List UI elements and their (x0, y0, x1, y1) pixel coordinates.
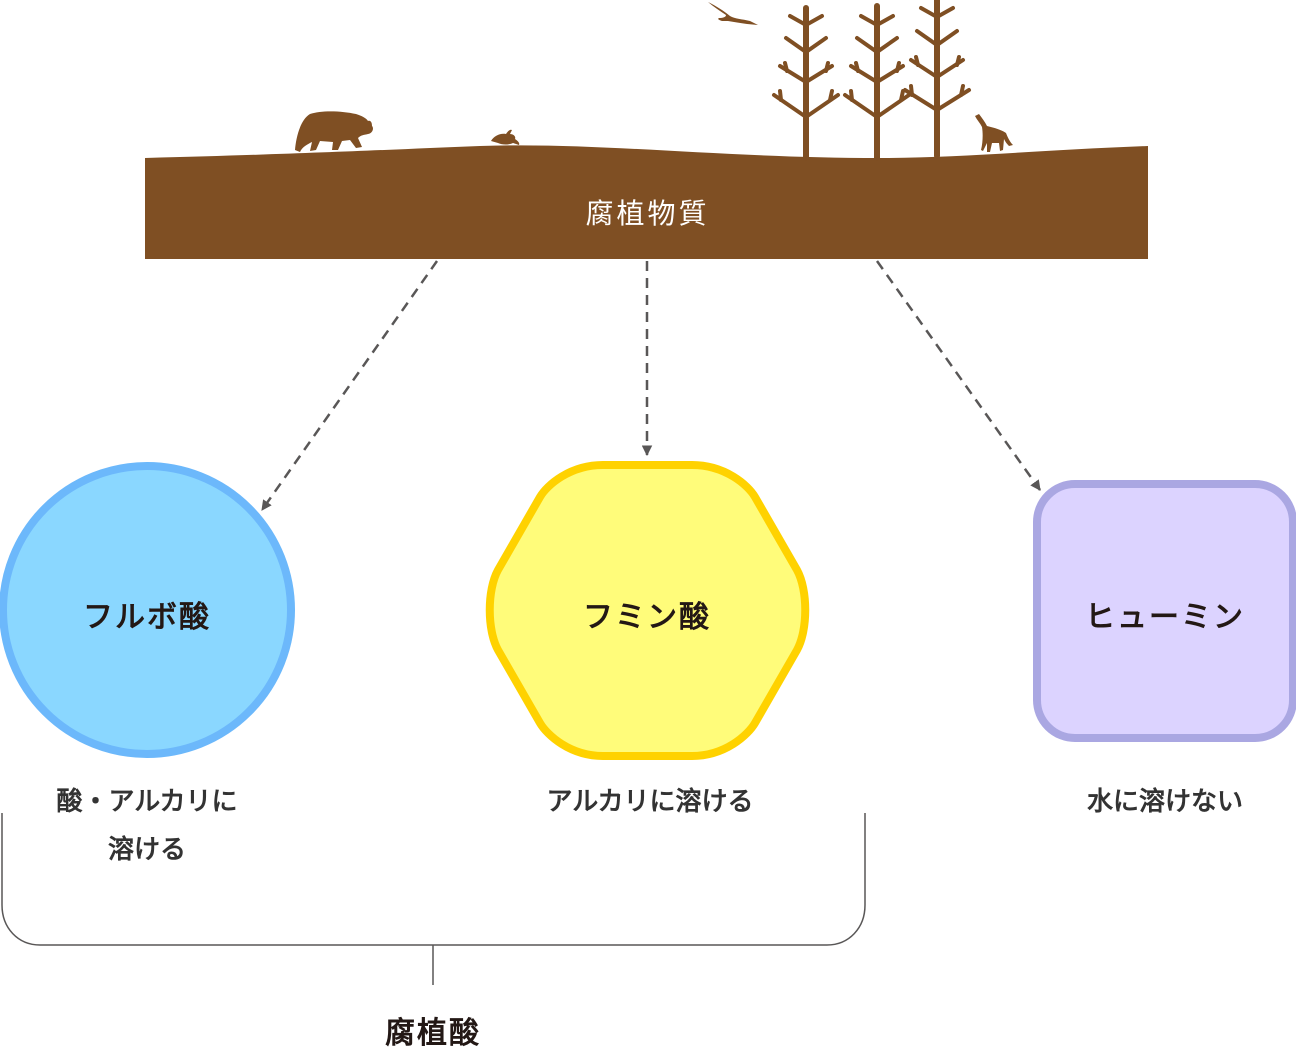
fulvic-acid-node[interactable] (0, 462, 295, 758)
humin-description-line: 水に溶けない (1086, 787, 1243, 817)
tree-icon (843, 3, 911, 161)
humin-node[interactable] (1033, 480, 1296, 742)
humic-acid-group-label: 腐植酸 (385, 1016, 481, 1051)
humic-acid-title: フミン酸 (583, 600, 711, 635)
humic-acid-node[interactable] (485, 461, 810, 760)
humic-acid-description-line: アルカリに溶ける (546, 787, 754, 817)
humin-title: ヒューミン (1085, 600, 1245, 635)
fulvic-acid-title: フルボ酸 (83, 600, 211, 635)
eagle-icon (708, 2, 758, 25)
arrow-to-fulvic (260, 260, 439, 511)
fulvic-acid-description-line: 溶ける (107, 835, 186, 865)
fulvic-acid-description-line: 酸・アルカリに (56, 787, 238, 817)
bear-icon (295, 111, 373, 152)
humin-description: 水に溶けない (1040, 778, 1290, 826)
tree-icon (772, 5, 840, 161)
soil-band (145, 145, 1148, 259)
rabbit-icon (491, 129, 520, 145)
arrow-to-humin (875, 260, 1042, 491)
fulvic-acid-description: 酸・アルカリに 溶ける (27, 778, 267, 874)
wolf-icon (975, 114, 1013, 152)
soil-title: 腐植物質 (585, 197, 710, 230)
tree-icon (903, 0, 971, 159)
humic-acid-description: アルカリに溶ける (500, 778, 800, 826)
